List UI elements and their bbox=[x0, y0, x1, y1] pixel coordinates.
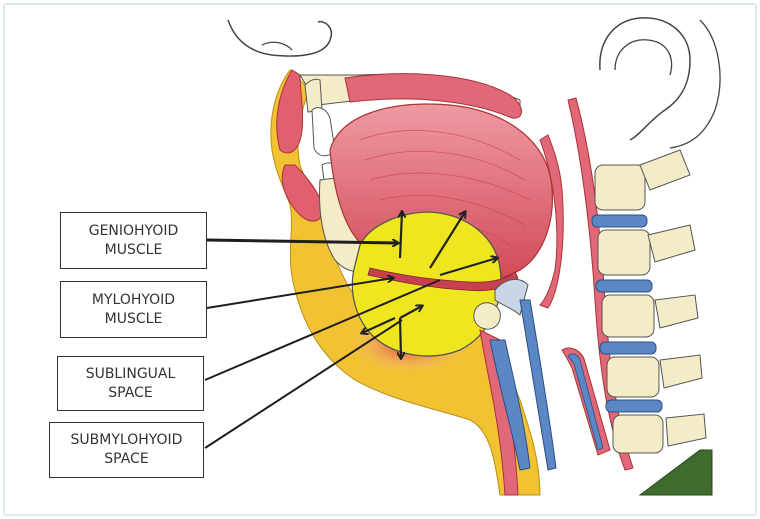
arrow-right bbox=[439, 258, 497, 277]
nasal-outline bbox=[261, 41, 293, 51]
lower-lip bbox=[281, 164, 323, 222]
leader-mylohyoid bbox=[206, 278, 393, 309]
label-sublingual-space: SUBLINGUAL SPACE bbox=[57, 356, 204, 411]
mylohyoid-line2: MUSCLE bbox=[104, 310, 163, 327]
green-corner bbox=[638, 449, 713, 496]
geniohyoid-line2: MUSCLE bbox=[104, 241, 163, 258]
laryngeal-vessel bbox=[489, 339, 531, 471]
sublingual-line1: SUBLINGUAL bbox=[85, 365, 176, 382]
leader-sublingual bbox=[204, 279, 441, 381]
soft-palate bbox=[344, 73, 522, 119]
arrow-up-1 bbox=[400, 212, 402, 259]
hyoid-bone bbox=[473, 302, 501, 330]
pharynx-wall bbox=[539, 134, 564, 309]
label-mylohyoid-muscle: MYLOHYOID MUSCLE bbox=[60, 281, 207, 338]
mylohyoid-line1: MYLOHYOID bbox=[91, 291, 176, 308]
arrow-up-right bbox=[429, 212, 465, 269]
ear-outline bbox=[599, 17, 691, 141]
arrow-up-right-2 bbox=[399, 306, 422, 319]
vertebral-column bbox=[591, 149, 707, 454]
epiglottis bbox=[494, 278, 529, 316]
leader-submylohyoid bbox=[204, 319, 403, 449]
submylohyoid-line2: SPACE bbox=[104, 451, 149, 467]
arrow-down bbox=[400, 317, 401, 358]
nose-outline bbox=[227, 19, 332, 57]
direction-arrows bbox=[362, 212, 497, 358]
geniohyoid-line1: GENIOHYOID bbox=[88, 222, 179, 239]
upper-lip bbox=[276, 69, 304, 154]
label-geniohyoid-muscle: GENIOHYOID MUSCLE bbox=[60, 212, 207, 269]
label-submylohyoid-space: SUBMYLOHYOID SPACE bbox=[49, 422, 204, 478]
sublingual-line2: SPACE bbox=[108, 384, 153, 401]
submylohyoid-line1: SUBMYLOHYOID bbox=[70, 432, 183, 448]
leader-geniohyoid bbox=[206, 238, 398, 243]
mylohyoid-band bbox=[367, 267, 519, 292]
arrow-left-down bbox=[362, 316, 396, 333]
